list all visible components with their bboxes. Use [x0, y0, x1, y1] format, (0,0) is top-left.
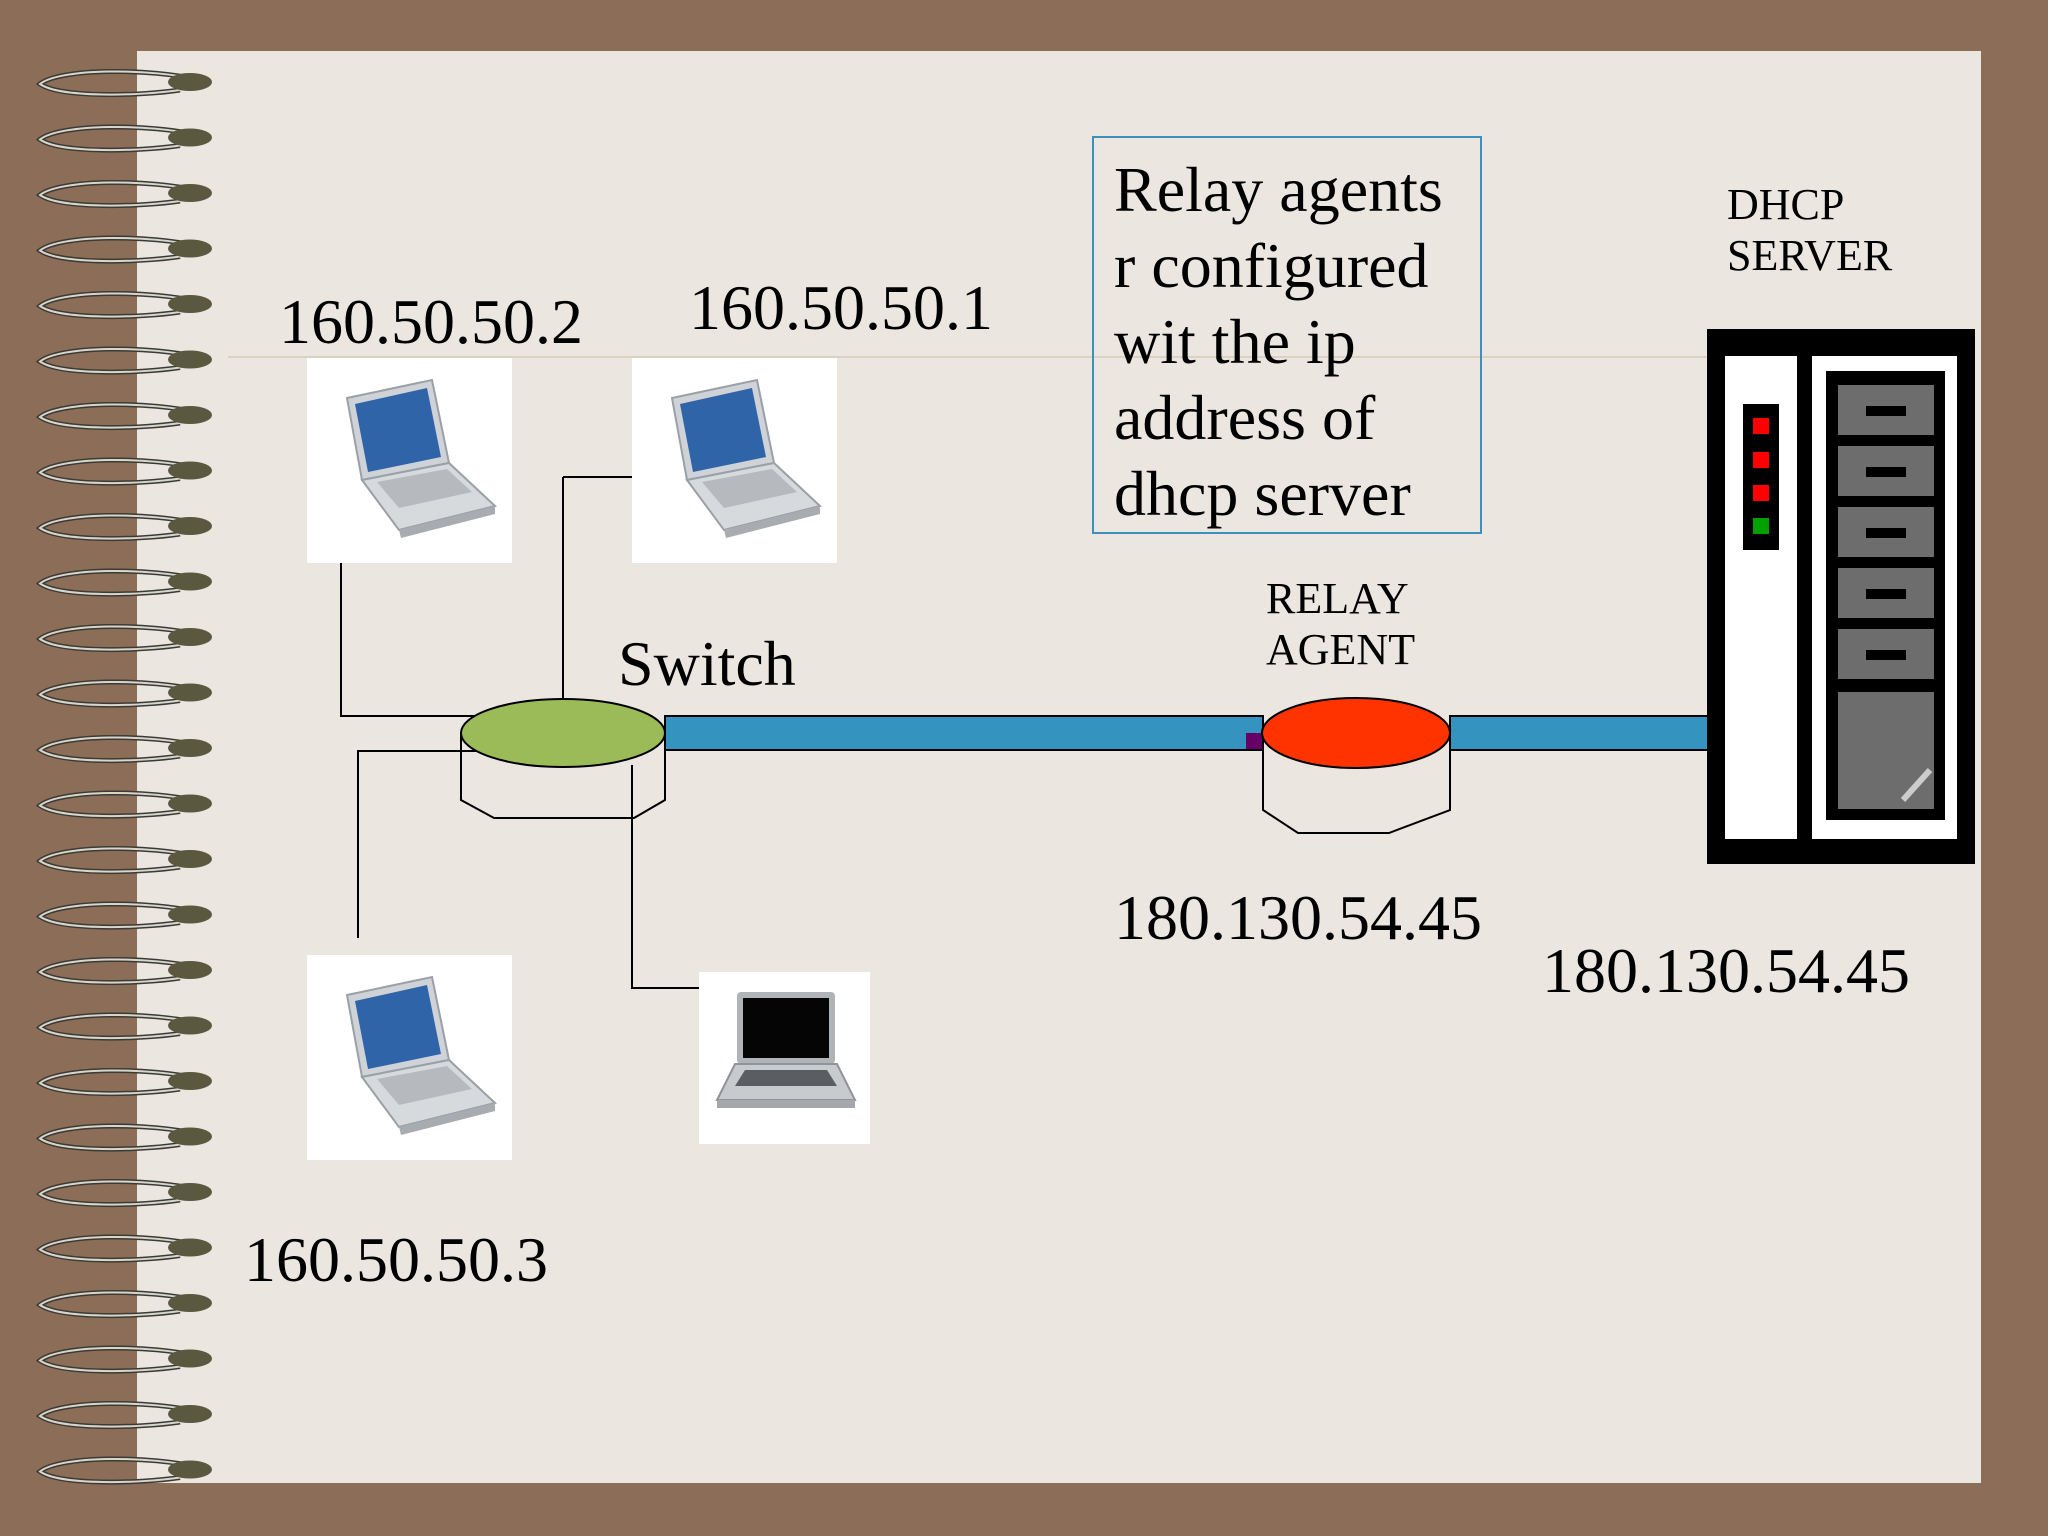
spiral-ring-icon — [35, 568, 212, 597]
note-line: wit the ip — [1114, 306, 1356, 377]
spiral-ring-icon — [35, 457, 212, 486]
relay-agent-label-line: AGENT — [1266, 624, 1416, 674]
spiral-ring-icon — [35, 1012, 212, 1041]
client-ip-label: 160.50.50.2 — [279, 286, 583, 357]
relay-agent-label: RELAY AGENT — [1266, 574, 1415, 675]
spiral-ring-icon — [35, 790, 212, 819]
link-switch-to-relay — [664, 715, 1264, 751]
server-rack-icon — [1707, 329, 1975, 864]
note-line: address of — [1114, 382, 1376, 453]
dhcp-server-label: DHCP SERVER — [1727, 180, 1892, 281]
link-relay-to-server — [1449, 715, 1711, 751]
spiral-ring-icon — [35, 1178, 212, 1208]
dhcp-server-ip-label: 180.130.54.45 — [1542, 935, 1910, 1006]
dhcp-server-label-line: SERVER — [1727, 230, 1893, 280]
spiral-ring-icon — [35, 1456, 212, 1485]
spiral-ring-icon — [35, 1345, 212, 1374]
client-ip-label: 160.50.50.3 — [244, 1224, 548, 1295]
spiral-ring-icon — [35, 623, 212, 653]
client-connectors — [340, 476, 699, 989]
spiral-ring-icon — [35, 235, 212, 264]
relay-agent-ip-label: 180.130.54.45 — [1114, 882, 1482, 953]
spiral-ring-icon — [35, 401, 212, 431]
spiral-ring-icon — [35, 124, 212, 153]
spiral-ring-icon — [35, 512, 212, 542]
relay-port — [1246, 733, 1262, 749]
spiral-ring-icon — [35, 1234, 212, 1263]
black-screen-laptop-icon — [699, 972, 870, 1144]
dhcp-server-label-line: DHCP — [1727, 180, 1845, 229]
spiral-ring-icon — [35, 68, 212, 98]
laptop-icon — [307, 358, 512, 563]
relay-agent-icon — [1261, 697, 1451, 834]
note-line: Relay agents — [1114, 154, 1443, 225]
spiral-ring-icon — [35, 290, 212, 320]
spiral-ring-icon — [35, 734, 212, 764]
connector-client-3 — [357, 750, 476, 938]
connector-extra-laptop — [631, 765, 699, 989]
note-line: r configured — [1114, 230, 1429, 301]
switch-icon — [460, 698, 666, 819]
connector-client-1 — [340, 546, 476, 717]
spiral-ring-icon — [35, 845, 212, 875]
spiral-ring-icon — [35, 1067, 212, 1097]
spiral-binding — [35, 68, 212, 1485]
notebook-page — [137, 51, 1981, 1483]
client-ip-label: 160.50.50.1 — [689, 272, 993, 343]
spiral-ring-icon — [35, 1289, 212, 1319]
spiral-ring-icon — [35, 679, 212, 708]
laptop-icon — [307, 955, 512, 1160]
spiral-ring-icon — [35, 956, 212, 986]
spiral-ring-icon — [35, 346, 212, 375]
spiral-ring-icon — [35, 1123, 212, 1152]
relay-agent-label-line: RELAY — [1266, 574, 1409, 623]
laptop-icon — [632, 358, 837, 563]
switch-label: Switch — [618, 628, 796, 699]
spiral-ring-icon — [35, 179, 212, 209]
note-line: dhcp server — [1114, 458, 1411, 529]
relay-note-box: Relay agents r configured wit the ip add… — [1092, 136, 1482, 534]
spiral-ring-icon — [35, 901, 212, 930]
spiral-ring-icon — [35, 1400, 212, 1430]
